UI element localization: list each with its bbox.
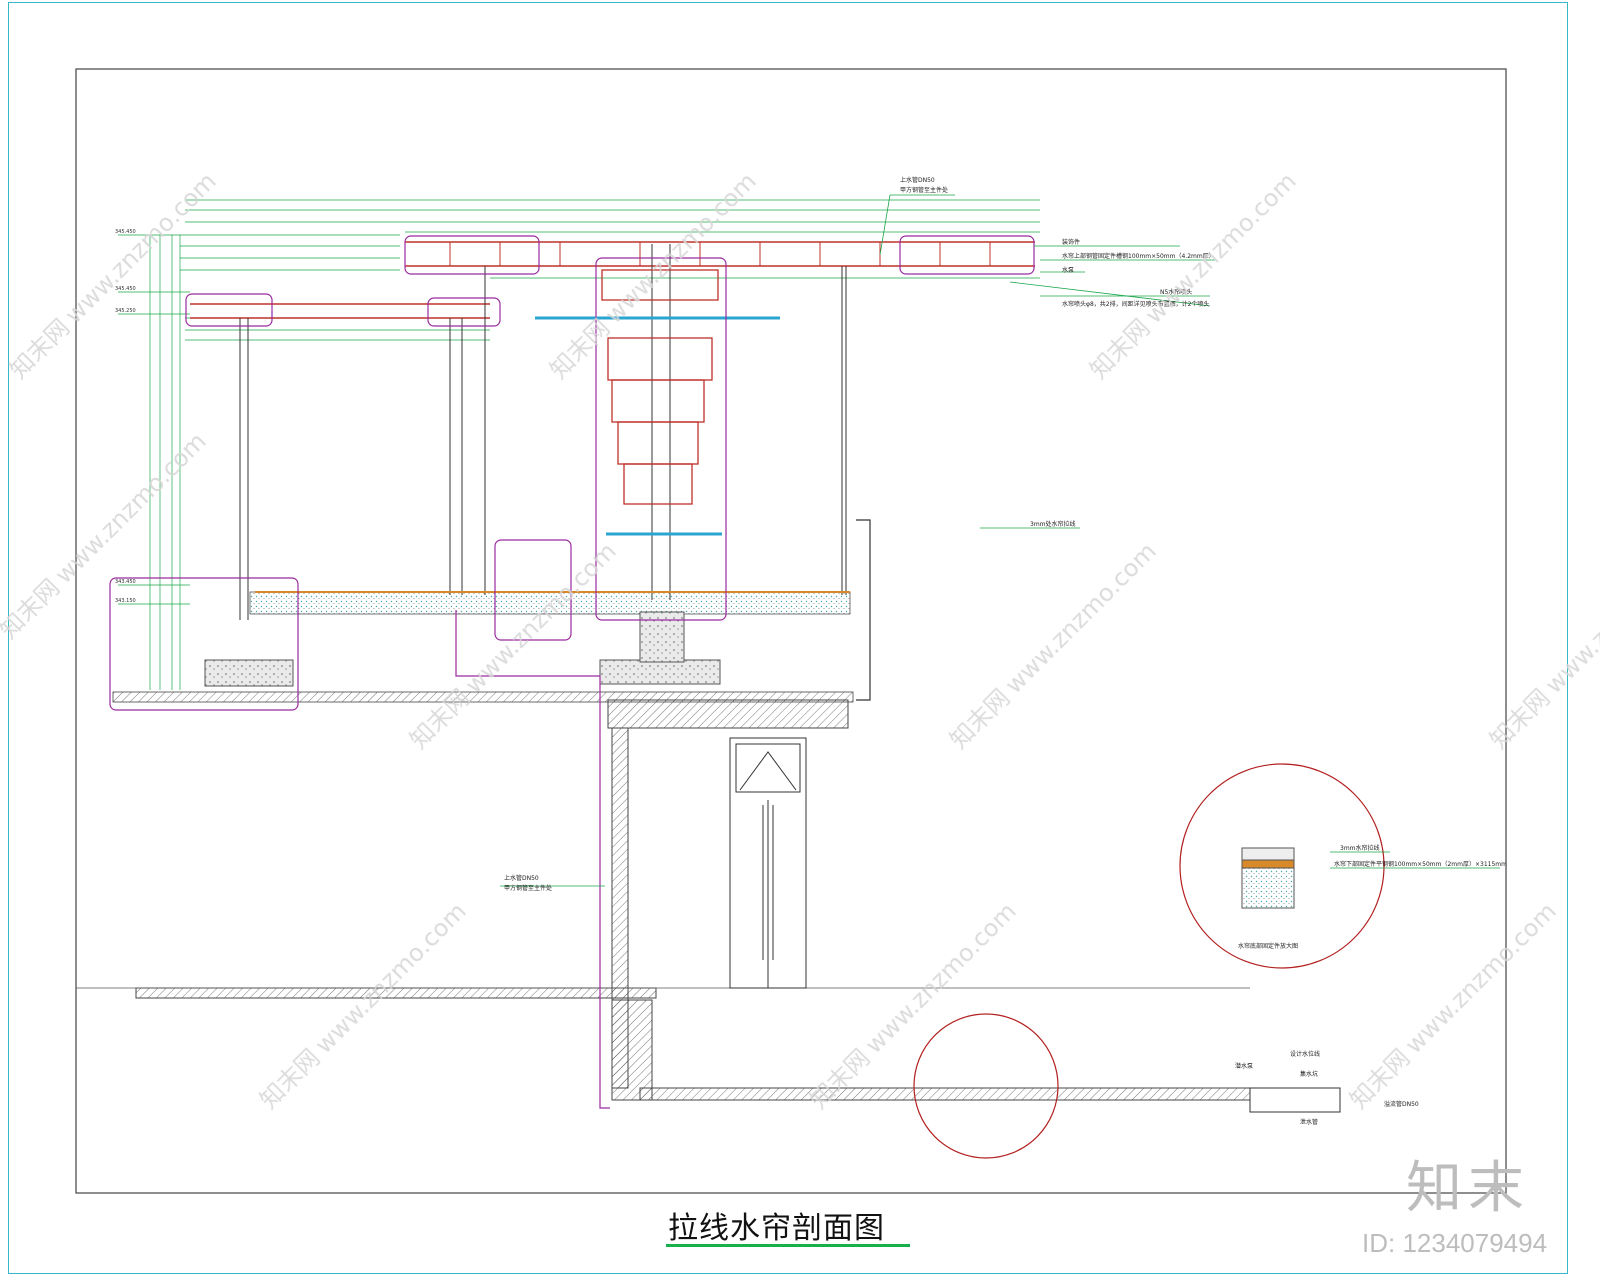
annotation-pump: 水泵 — [1062, 266, 1074, 274]
drawing-frame — [8, 2, 1568, 1274]
annotation-detail-1: 3mm水帘拉线 — [1340, 844, 1380, 852]
callout-boxes — [109, 235, 1035, 1109]
pool-wall — [611, 999, 653, 1101]
annotation-nozzle: N5水帘喷头 — [1160, 288, 1192, 296]
central-tower — [601, 269, 719, 505]
detail-circle — [1179, 763, 1385, 969]
annotation-side-pipe: 上水管DN50 — [504, 874, 539, 882]
svg-text:知末网www.znzmo.com: 知末网www.znzmo.com — [1084, 167, 1301, 384]
pool-floor — [639, 1087, 1251, 1101]
svg-text:343.150: 343.150 — [115, 598, 136, 604]
annotation-frame: 装饰件 — [1062, 238, 1080, 246]
left-footing — [204, 659, 294, 687]
drawing-title: 拉线水帘剖面图 — [668, 1211, 885, 1246]
svg-text:345.450: 345.450 — [115, 286, 136, 292]
cyan-pipes — [535, 316, 780, 536]
columns — [239, 244, 847, 620]
dimension-lines-left — [118, 234, 400, 690]
annotation-base-5: 泄水管 — [1300, 1118, 1318, 1126]
structure-beam — [607, 699, 849, 729]
brand-logo: 知末 — [1406, 1156, 1530, 1221]
svg-text:知末网www.znzmo.com: 知末网www.znzmo.com — [4, 167, 221, 384]
annotation-detail-2: 水帘下部固定件平钢钢100mm×50mm（2mm厚）×3115mm — [1334, 860, 1507, 868]
door — [729, 737, 807, 989]
svg-text:345.450: 345.450 — [115, 229, 136, 235]
annotation-base-1: 设计水位线 — [1290, 1050, 1320, 1058]
retaining-wall — [856, 519, 871, 701]
annotation-nozzle-note: 水帘喷头φ8，共2排，间距详见喷头布置图，计2个喷头 — [1062, 300, 1209, 308]
annotation-top-channel: 水帘上部钢管固定件槽钢100mm×50mm（4.2mm厚） — [1062, 252, 1215, 260]
sump — [1249, 1087, 1341, 1113]
leader-lines — [500, 194, 1500, 887]
level-slab — [112, 691, 854, 703]
annotation-water-table: 3mm处水帘拉线 — [1030, 520, 1076, 528]
svg-text:知末网www.znzmo.com: 知末网www.znzmo.com — [804, 897, 1021, 1114]
svg-text:知末网www.znzmo.com: 知末网www.znzmo.com — [1344, 897, 1561, 1114]
svg-text:知末网www.znzmo.com: 知末网www.znzmo.com — [1484, 537, 1600, 754]
svg-text:345.250: 345.250 — [115, 308, 136, 314]
svg-text:知末网www.znzmo.com: 知末网www.znzmo.com — [944, 537, 1161, 754]
annotation-base-3: 集水坑 — [1300, 1070, 1318, 1078]
document-id: ID: 1234079494 — [1362, 1228, 1548, 1258]
detail-circle-pool — [913, 1013, 1059, 1159]
annotation-top-pipe: 上水管DN50 — [900, 176, 935, 184]
annotation-base-2: 潜水泵 — [1235, 1062, 1253, 1070]
title-underline — [666, 1244, 910, 1247]
center-footing — [599, 659, 721, 685]
watermarks: 知末网www.znzmo.com 知末网www.znzmo.com 知末网www… — [0, 167, 1600, 1114]
annotation-side-pipe-note: 甲方钢管至主件处 — [504, 884, 552, 892]
svg-text:343.450: 343.450 — [115, 579, 136, 585]
annotation-base-4: 溢流管DN50 — [1384, 1100, 1419, 1108]
inner-border — [75, 68, 1507, 1194]
upper-frame-webs — [449, 242, 991, 266]
annotation-top-pipe-note: 甲方钢管至主件处 — [900, 186, 948, 194]
svg-text:知末网www.znzmo.com: 知末网www.znzmo.com — [254, 897, 471, 1114]
svg-text:知末网www.znzmo.com: 知末网www.znzmo.com — [404, 537, 621, 754]
svg-text:知末网www.znzmo.com: 知末网www.znzmo.com — [544, 167, 761, 384]
detail-caption: 水帘底部固定件放大图 — [1238, 942, 1298, 950]
